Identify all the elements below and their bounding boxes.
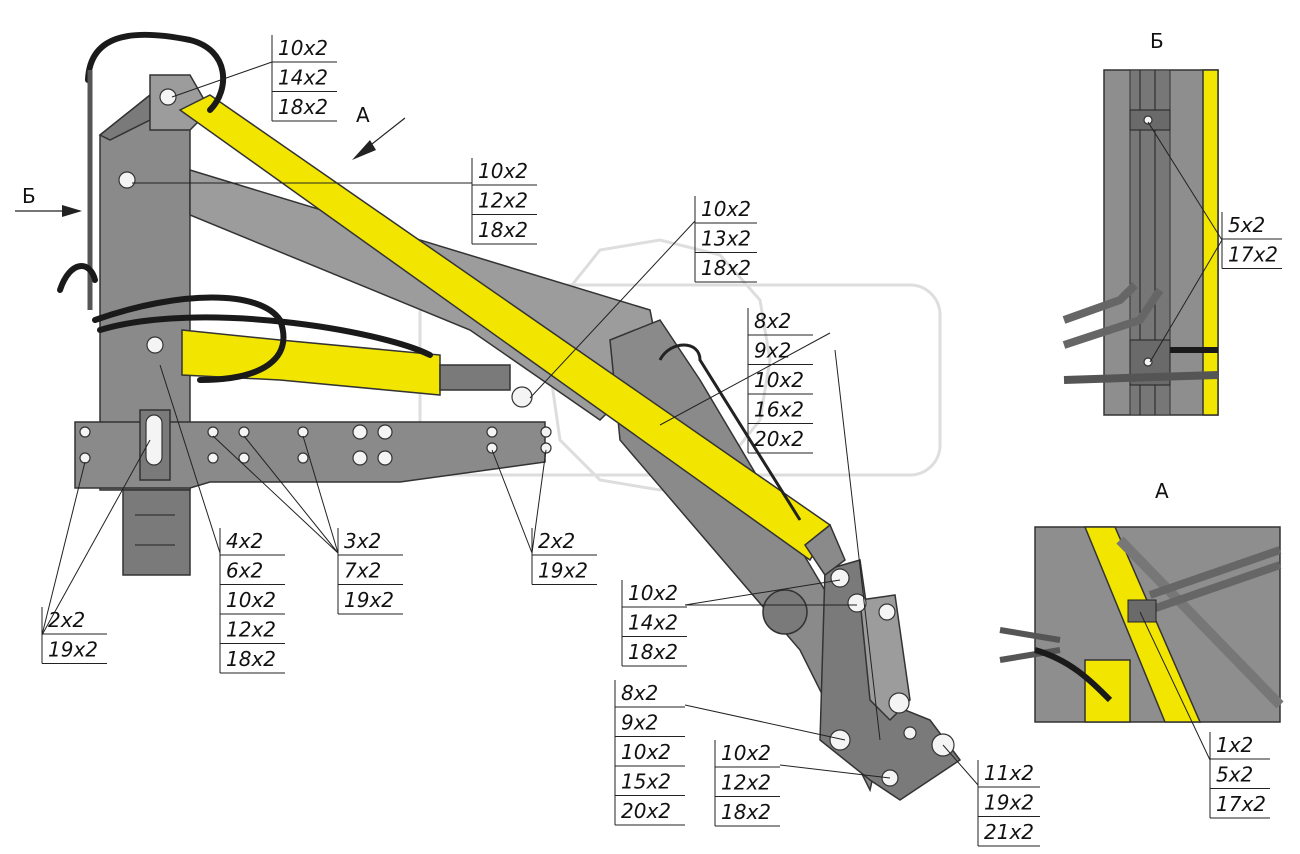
view-arrow-a: А	[352, 103, 406, 160]
callout-c1-line-0: 10x2	[278, 36, 328, 60]
hydraulic-hoses	[57, 31, 802, 521]
callout-c2: 10x2 12x2 18x2	[471, 158, 537, 245]
callout-c4-line-4: 20x2	[754, 427, 804, 451]
callout-c10-line-0: 8x2	[621, 681, 658, 705]
callout-c13-line-0: 5x2	[1228, 213, 1265, 237]
main-yellow-cylinder	[178, 94, 846, 577]
callout-c3: 10x2 13x2 18x2	[694, 196, 757, 283]
callout-c5-line-4: 18x2	[226, 647, 276, 671]
callout-c5-line-3: 12x2	[226, 618, 276, 642]
callout-c13-line-1: 17x2	[1228, 243, 1278, 267]
callout-c7: 2x2 19x2	[531, 528, 597, 585]
callout-c1: 10x2 14x2 18x2	[271, 35, 337, 122]
callout-c3-line-1: 13x2	[701, 227, 751, 251]
callout-c10-line-4: 20x2	[621, 799, 671, 823]
callout-c8-line-0: 2x2	[48, 608, 85, 632]
view-arrow-a-label: А	[356, 103, 370, 127]
callout-c2-line-0: 10x2	[478, 159, 528, 183]
callout-c11-line-0: 10x2	[721, 741, 771, 765]
callout-c6: 3x2 7x2 19x2	[337, 528, 403, 615]
detail-view-b: Б	[1062, 29, 1219, 416]
callout-c6-line-0: 3x2	[344, 529, 381, 553]
callout-c3-line-0: 10x2	[701, 197, 751, 221]
callout-c5-line-0: 4x2	[226, 529, 263, 553]
detail-view-a: А	[999, 479, 1284, 723]
callout-c1-line-2: 18x2	[278, 95, 328, 119]
short-yellow-cylinder	[181, 329, 511, 396]
callout-c11-line-1: 12x2	[721, 771, 771, 795]
callout-c9-line-2: 18x2	[628, 640, 678, 664]
callout-c9-line-1: 14x2	[628, 611, 678, 635]
view-arrow-b: Б	[15, 184, 82, 217]
callout-c10-line-2: 10x2	[621, 740, 671, 764]
callout-c5-line-2: 10x2	[226, 588, 276, 612]
callout-c8-line-1: 19x2	[48, 638, 98, 662]
callout-c2-line-2: 18x2	[478, 218, 528, 242]
callout-c11: 10x2 12x2 18x2	[714, 740, 780, 827]
callout-c4-line-2: 10x2	[754, 368, 804, 392]
callout-c2-line-1: 12x2	[478, 189, 528, 213]
callout-c13: 5x2 17x2	[1221, 212, 1282, 269]
callout-c10-line-1: 9x2	[621, 711, 658, 735]
callout-c4-line-0: 8x2	[754, 309, 791, 333]
detail-b-title: Б	[1150, 29, 1164, 53]
callout-c14-line-1: 5x2	[1216, 763, 1253, 787]
callout-c1-line-1: 14x2	[278, 66, 328, 90]
callout-c12-line-2: 21x2	[984, 820, 1034, 844]
callout-c14: 1x2 5x2 17x2	[1209, 732, 1270, 819]
callout-c6-line-1: 7x2	[344, 559, 381, 583]
callout-c9-line-0: 10x2	[628, 581, 678, 605]
boom-end-linkage	[819, 559, 962, 801]
callout-c12-line-1: 19x2	[984, 791, 1034, 815]
callout-c7-line-0: 2x2	[538, 529, 575, 553]
callout-c3-line-2: 18x2	[701, 256, 751, 280]
callout-c11-line-2: 18x2	[721, 800, 771, 824]
callout-c10: 8x2 9x2 10x2 15x2 20x2	[614, 680, 685, 826]
callout-c10-line-3: 15x2	[621, 770, 671, 794]
callout-c14-line-2: 17x2	[1216, 792, 1266, 816]
callout-c9: 10x2 14x2 18x2	[621, 580, 687, 667]
callout-c4-line-3: 16x2	[754, 398, 804, 422]
callout-c12-line-0: 11x2	[984, 761, 1034, 785]
callout-c12: 11x2 19x2 21x2	[977, 760, 1040, 847]
view-arrow-b-label: Б	[22, 184, 36, 208]
callout-c6-line-2: 19x2	[344, 588, 394, 612]
callout-c4: 8x2 9x2 10x2 16x2 20x2	[747, 308, 813, 454]
callout-c5-line-1: 6x2	[226, 559, 263, 583]
callout-tables: 10x2 14x2 18x2 10x2 12x2 18x2 10x2 13x2 18x2 8x2 9…	[41, 35, 1282, 847]
callout-c8: 2x2 19x2	[41, 607, 107, 664]
callout-c4-line-1: 9x2	[754, 339, 791, 363]
leader-lines	[41, 61, 1223, 786]
base-holes	[79, 414, 552, 466]
detail-a-title: А	[1155, 479, 1169, 503]
column-post	[98, 74, 211, 576]
callout-c7-line-1: 19x2	[538, 559, 588, 583]
callout-c5: 4x2 6x2 10x2 12x2 18x2	[219, 528, 285, 674]
callout-c14-line-0: 1x2	[1216, 733, 1253, 757]
